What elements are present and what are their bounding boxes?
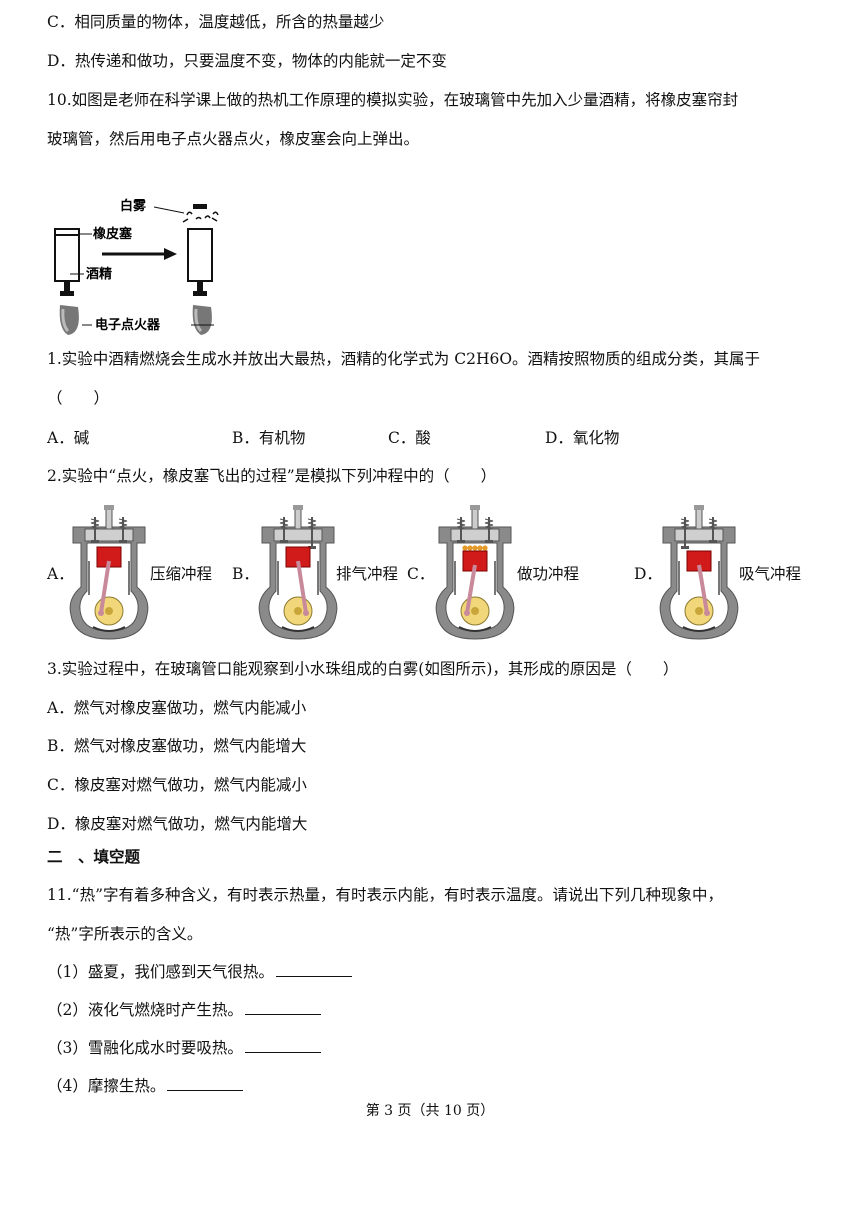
sub1-stem-line1: 1.实验中酒精燃烧会生成水并放出大最热，酒精的化学式为 C2H6O。酒精按照物质… bbox=[47, 350, 761, 368]
sub3-option-c: C．橡皮塞对燃气做功，燃气内能减小 bbox=[47, 776, 307, 794]
answer-blank-4[interactable] bbox=[167, 1076, 244, 1091]
sub1-option-a: A．碱 bbox=[47, 429, 90, 447]
sub2-stem: 2.实验中“点火，橡皮塞飞出的过程”是模拟下列冲程中的（ ） bbox=[47, 467, 497, 485]
sub2-option-d-label: 吸气冲程 bbox=[739, 565, 802, 583]
sub2-option-b-letter: B． bbox=[232, 565, 259, 583]
section-title: 二 、填空题 bbox=[47, 847, 141, 866]
sub2-option-a-label: 压缩冲程 bbox=[150, 565, 213, 583]
sub2-option-b-label: 排气冲程 bbox=[336, 565, 399, 583]
sub2-option-d-letter: D． bbox=[634, 565, 662, 583]
sub1-stem-line2: （ ） bbox=[47, 389, 110, 407]
option-c-prev: C．相同质量的物体，温度越低，所含的热量越少 bbox=[47, 13, 385, 31]
answer-blank-2[interactable] bbox=[244, 1000, 321, 1015]
experiment-figure: 白雾 橡皮塞 酒精 电子点火器 bbox=[54, 198, 219, 335]
label-fog: 白雾 bbox=[120, 198, 147, 214]
sub3-option-b: B．燃气对橡皮塞做功，燃气内能增大 bbox=[47, 737, 307, 755]
q11-item-4: （4）摩擦生热。 bbox=[47, 1076, 244, 1096]
sub2-option-c-label: 做功冲程 bbox=[517, 565, 580, 583]
q11-stem-line1: 11.“热”字有着多种含义，有时表示热量，有时表示内能，有时表示温度。请说出下列… bbox=[47, 886, 724, 904]
sub3-stem: 3.实验过程中，在玻璃管口能观察到小水珠组成的白雾(如图所示)，其形成的原因是（… bbox=[47, 660, 679, 678]
engine-diagram-b bbox=[258, 505, 338, 640]
q11-item-3: （3）雪融化成水时要吸热。 bbox=[47, 1038, 321, 1058]
sub1-option-b: B．有机物 bbox=[232, 429, 306, 447]
answer-blank-3[interactable] bbox=[244, 1038, 321, 1053]
engine-diagram-d bbox=[659, 505, 739, 640]
sub2-option-c-letter: C． bbox=[407, 565, 435, 583]
q10-stem-line1: 10.如图是老师在科学课上做的热机工作原理的模拟实验，在玻璃管中先加入少量酒精，… bbox=[47, 91, 739, 109]
label-igniter: 电子点火器 bbox=[95, 317, 161, 333]
engine-diagram-a bbox=[69, 505, 149, 640]
label-alcohol: 酒精 bbox=[86, 266, 112, 282]
q10-stem-line2: 玻璃管，然后用电子点火器点火，橡皮塞会向上弹出。 bbox=[47, 130, 420, 148]
q11-item-1: （1）盛夏，我们感到天气很热。 bbox=[47, 962, 352, 982]
q11-stem-line2: “热”字所表示的含义。 bbox=[47, 925, 203, 943]
engine-diagram-c bbox=[435, 505, 515, 640]
q11-item-2: （2）液化气燃烧时产生热。 bbox=[47, 1000, 321, 1020]
page-footer: 第 3 页（共 10 页） bbox=[365, 1103, 495, 1119]
sub1-option-d: D．氧化物 bbox=[545, 429, 620, 447]
answer-blank-1[interactable] bbox=[275, 962, 352, 977]
sub3-option-a: A．燃气对橡皮塞做功，燃气内能减小 bbox=[47, 699, 307, 717]
sub1-option-c: C．酸 bbox=[388, 429, 431, 447]
sub2-option-a-letter: A． bbox=[47, 565, 74, 583]
label-stopper: 橡皮塞 bbox=[93, 226, 133, 242]
option-d-prev: D．热传递和做功，只要温度不变，物体的内能就一定不变 bbox=[47, 52, 447, 70]
sub3-option-d: D．橡皮塞对燃气做功，燃气内能增大 bbox=[47, 815, 308, 833]
